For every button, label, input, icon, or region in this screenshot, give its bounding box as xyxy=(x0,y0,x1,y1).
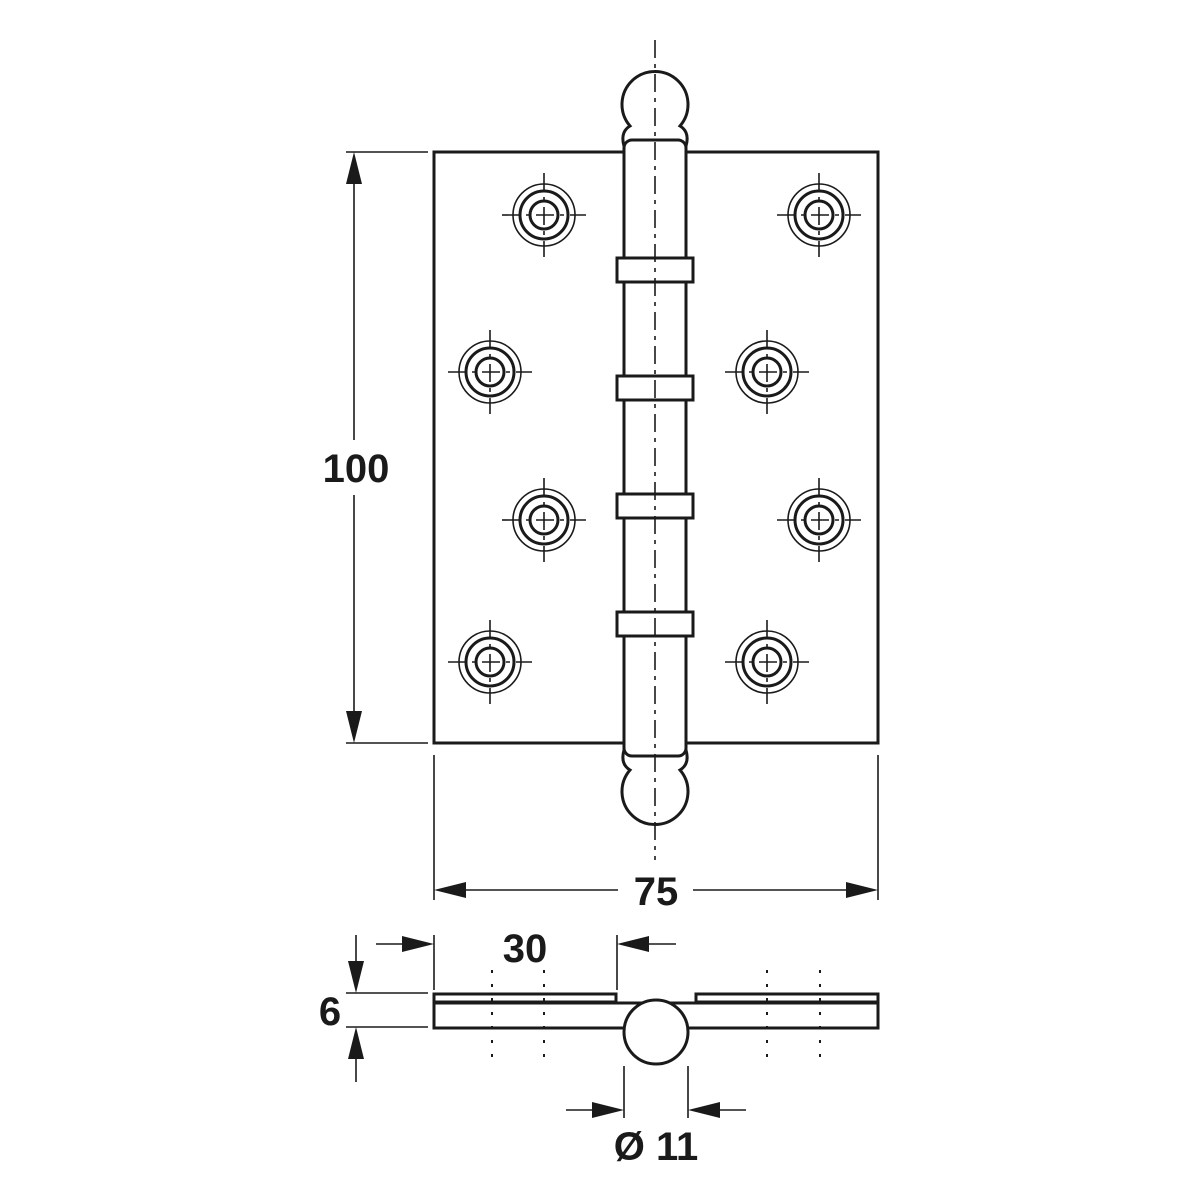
leaf-width-dimension: 30 xyxy=(376,927,676,990)
knuckle-diameter-value: Ø 11 xyxy=(614,1125,699,1169)
width-value: 75 xyxy=(634,870,679,914)
arrowhead xyxy=(346,152,362,184)
screw-hole xyxy=(448,620,532,704)
screw-hole xyxy=(725,330,809,414)
arrowhead xyxy=(617,936,649,952)
leaf-width-value: 30 xyxy=(503,927,548,971)
leaf-plate-right xyxy=(694,992,880,1004)
height-value: 100 xyxy=(323,447,390,491)
hinge-side-view xyxy=(432,970,880,1066)
bottom-ball-finial xyxy=(620,748,690,827)
width-dimension: 75 xyxy=(433,755,879,914)
arrowhead xyxy=(592,1102,624,1118)
arrowhead xyxy=(346,711,362,743)
screw-hole xyxy=(725,620,809,704)
arrowhead xyxy=(434,882,466,898)
screw-hole xyxy=(502,478,586,562)
thickness-dimension: 6 xyxy=(319,935,428,1082)
leaf-plate-left xyxy=(432,992,618,1004)
knuckle-diameter-dimension: Ø 11 xyxy=(566,1066,746,1169)
thickness-value: 6 xyxy=(319,990,341,1034)
knuckle-section xyxy=(622,998,690,1066)
arrowhead xyxy=(348,1027,364,1059)
screw-hole xyxy=(502,173,586,257)
height-dimension: 100 xyxy=(323,151,428,744)
screw-hole xyxy=(777,478,861,562)
arrowhead xyxy=(402,936,434,952)
arrowhead xyxy=(348,961,364,993)
screw-holes xyxy=(448,173,861,704)
arrowhead xyxy=(846,882,878,898)
arrowhead xyxy=(688,1102,720,1118)
screw-hole xyxy=(448,330,532,414)
hinge-front-view xyxy=(432,40,880,860)
screw-hole xyxy=(777,173,861,257)
